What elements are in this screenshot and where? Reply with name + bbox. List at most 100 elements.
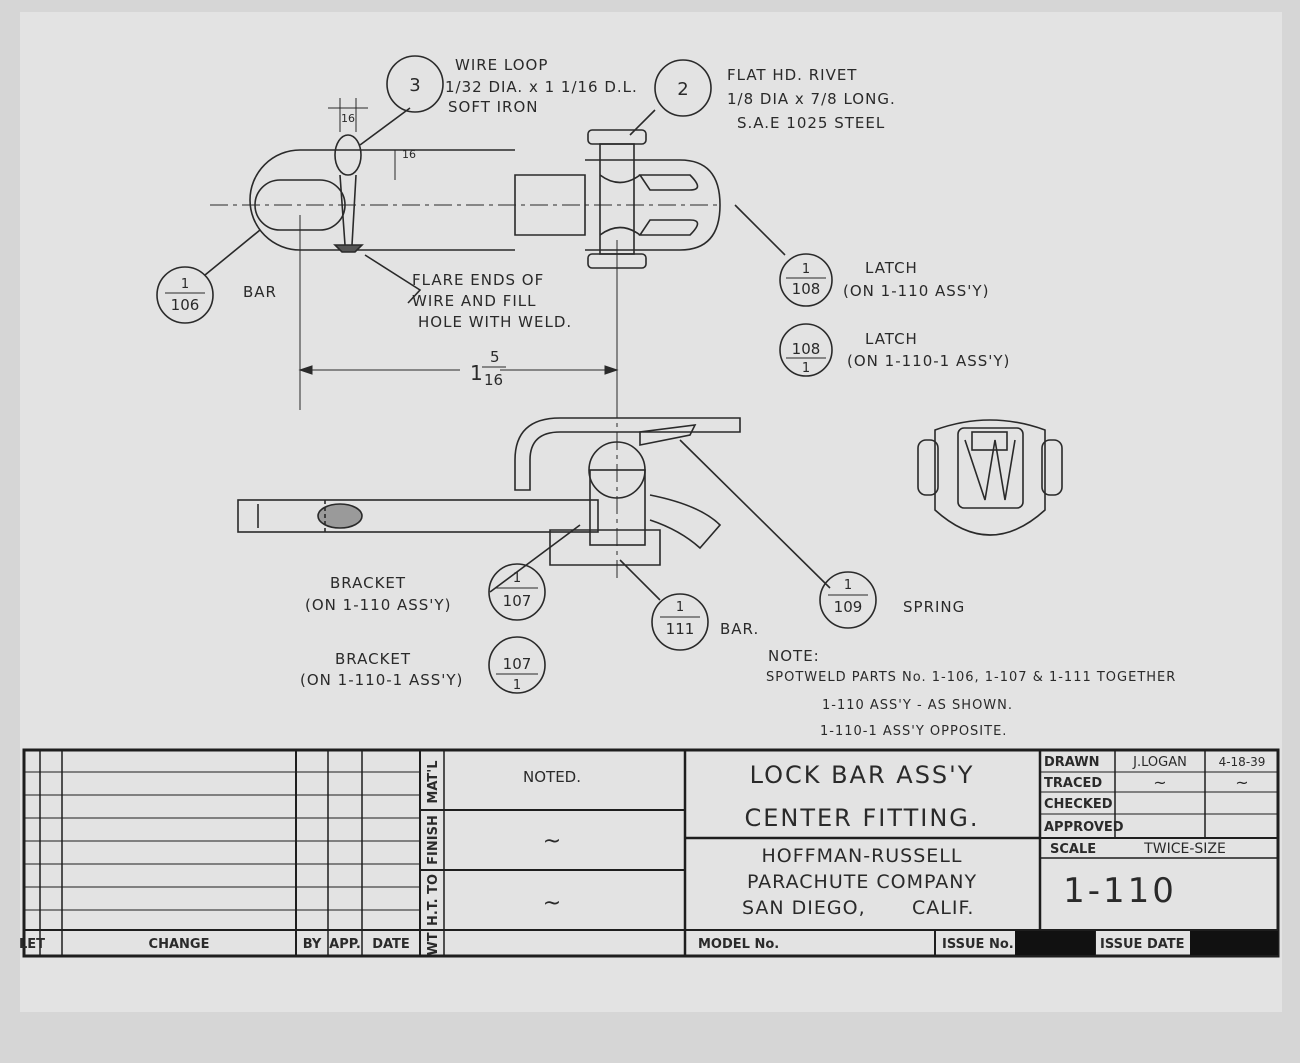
svg-text:FLARE ENDS OF: FLARE ENDS OF [412, 271, 544, 289]
leader-rivet [629, 109, 656, 136]
svg-text:~: ~ [543, 891, 561, 916]
svg-text:BRACKET: BRACKET [335, 650, 411, 668]
svg-text:TWICE-SIZE: TWICE-SIZE [1143, 841, 1226, 857]
svg-text:4-18-39: 4-18-39 [1219, 755, 1266, 769]
drawing-number: 1-110 [1063, 871, 1177, 911]
revision-headers: LET CHANGE BY APP. DATE [19, 937, 410, 952]
flare-note: FLARE ENDS OF WIRE AND FILL HOLE WITH WE… [412, 271, 571, 331]
svg-text:SPOTWELD PARTS No. 1-106, 1-10: SPOTWELD PARTS No. 1-106, 1-107 & 1-111 … [766, 670, 1176, 685]
svg-text:APP.: APP. [329, 937, 361, 952]
svg-text:1-110-1 ASS'Y OPPOSITE.: 1-110-1 ASS'Y OPPOSITE. [820, 724, 1007, 739]
svg-text:3: 3 [409, 75, 420, 96]
balloon-1-107-a: 1 107 [488, 563, 546, 621]
latch-end-view [917, 419, 1063, 536]
company-state: CALIF. [912, 897, 974, 919]
svg-text:MAT'L: MAT'L [426, 760, 441, 803]
bar-111-label: BAR. [720, 620, 759, 638]
svg-text:108: 108 [792, 340, 821, 358]
balloon-3: 3 [386, 55, 444, 113]
spring-label: SPRING [903, 598, 965, 616]
balloon-1-109: 1 109 [819, 571, 877, 629]
svg-text:TRACED: TRACED [1044, 776, 1102, 791]
svg-text:1: 1 [802, 262, 810, 277]
rivet-callout: FLAT HD. RIVET 1/8 DIA x 7/8 LONG. S.A.E… [727, 66, 896, 132]
leader-bar [204, 229, 261, 276]
svg-text:SOFT IRON: SOFT IRON [448, 98, 539, 116]
issue-no-label: ISSUE No. [942, 937, 1014, 952]
svg-text:SCALE: SCALE [1050, 842, 1096, 857]
leader-latch [734, 204, 786, 256]
svg-text:(ON 1-110 ASS'Y): (ON 1-110 ASS'Y) [305, 596, 451, 614]
balloon-1-107-b: 107 1 [488, 636, 546, 694]
svg-text:1/8 DIA x 7/8 LONG.: 1/8 DIA x 7/8 LONG. [727, 90, 896, 108]
spec-labels: MAT'L FINISH H.T. TO WT [426, 760, 441, 955]
svg-text:CHECKED: CHECKED [1044, 797, 1113, 812]
balloon-1-108-b: 108 1 [779, 323, 833, 377]
svg-text:1: 1 [513, 678, 521, 693]
wire-loop-drawing [333, 134, 364, 253]
svg-text:1: 1 [676, 600, 684, 615]
svg-text:(ON 1-110-1 ASS'Y): (ON 1-110-1 ASS'Y) [847, 352, 1010, 370]
latch-a-callout: LATCH (ON 1-110 ASS'Y) [843, 259, 989, 300]
svg-text:DRAWN: DRAWN [1044, 755, 1100, 770]
svg-text:111: 111 [666, 620, 695, 638]
drawing-title-line1: LOCK BAR ASS'Y [750, 761, 975, 789]
svg-text:106: 106 [171, 296, 200, 314]
issue-date-box [1190, 931, 1278, 955]
svg-text:BY: BY [303, 937, 322, 952]
svg-text:S.A.E 1025 STEEL: S.A.E 1025 STEEL [737, 114, 885, 132]
svg-text:1: 1 [181, 277, 189, 292]
svg-text:WT: WT [426, 932, 441, 955]
bar-label: BAR [243, 283, 277, 301]
dimension-lines [298, 98, 619, 410]
issue-date-label: ISSUE DATE [1100, 937, 1185, 952]
svg-text:DATE: DATE [372, 937, 410, 952]
svg-text:CHANGE: CHANGE [149, 937, 210, 952]
spec-values: NOTED. ~ ~ [523, 768, 581, 916]
latch-top-view [514, 159, 721, 251]
svg-text:1-110 ASS'Y - AS SHOWN.: 1-110 ASS'Y - AS SHOWN. [822, 698, 1013, 713]
svg-text:LET: LET [19, 937, 45, 952]
bracket-b-callout: BRACKET (ON 1-110-1 ASS'Y) [300, 650, 463, 689]
svg-text:LATCH: LATCH [865, 330, 918, 348]
drawing-sheet [20, 12, 1282, 1012]
svg-text:WIRE AND FILL: WIRE AND FILL [412, 292, 537, 310]
balloon-2: 2 [654, 59, 712, 117]
leader-flare [364, 254, 422, 304]
svg-text:109: 109 [834, 598, 863, 616]
svg-text:(ON 1-110 ASS'Y): (ON 1-110 ASS'Y) [843, 282, 989, 300]
svg-text:~: ~ [1153, 773, 1166, 792]
svg-text:2: 2 [677, 79, 688, 100]
svg-text:16: 16 [402, 148, 416, 161]
svg-text:J.LOGAN: J.LOGAN [1132, 755, 1187, 770]
title-block: LET CHANGE BY APP. DATE MAT'L FINISH H.T… [19, 748, 1280, 958]
leader-spring [679, 439, 831, 589]
latch-b-callout: LATCH (ON 1-110-1 ASS'Y) [847, 330, 1010, 370]
balloon-1-111: 1 111 [651, 593, 709, 651]
leader-bracket [489, 524, 581, 593]
drawing-title-line2: CENTER FITTING. [744, 804, 979, 832]
company-name-line1: HOFFMAN-RUSSELL [762, 845, 963, 867]
svg-text:NOTE:: NOTE: [768, 647, 820, 665]
svg-text:LATCH: LATCH [865, 259, 918, 277]
svg-text:108: 108 [792, 280, 821, 298]
wire-loop-callout: WIRE LOOP 1/32 DIA. x 1 1/16 D.L. SOFT I… [445, 56, 637, 116]
leader-wire-loop [359, 107, 411, 146]
svg-text:H.T. TO: H.T. TO [426, 874, 441, 926]
svg-text:(ON 1-110-1 ASS'Y): (ON 1-110-1 ASS'Y) [300, 671, 463, 689]
svg-text:FINISH: FINISH [426, 815, 441, 865]
svg-text:FLAT HD. RIVET: FLAT HD. RIVET [727, 66, 857, 84]
company-name-line2: PARACHUTE COMPANY [747, 871, 977, 893]
company-city: SAN DIEGO, [742, 897, 866, 919]
spotweld-note: NOTE: SPOTWELD PARTS No. 1-106, 1-107 & … [766, 647, 1176, 739]
svg-text:16: 16 [341, 112, 355, 125]
svg-text:1: 1 [513, 571, 521, 586]
leader-bar-111 [619, 559, 661, 601]
svg-text:~: ~ [1235, 773, 1248, 792]
model-label: MODEL No. [698, 937, 779, 952]
svg-text:1: 1 [802, 361, 810, 376]
issue-no-box [1015, 931, 1095, 955]
assembly-front-view [237, 400, 741, 580]
approval-grid: DRAWN J.LOGAN 4-18-39 TRACED ~ ~ CHECKED… [1044, 755, 1265, 857]
